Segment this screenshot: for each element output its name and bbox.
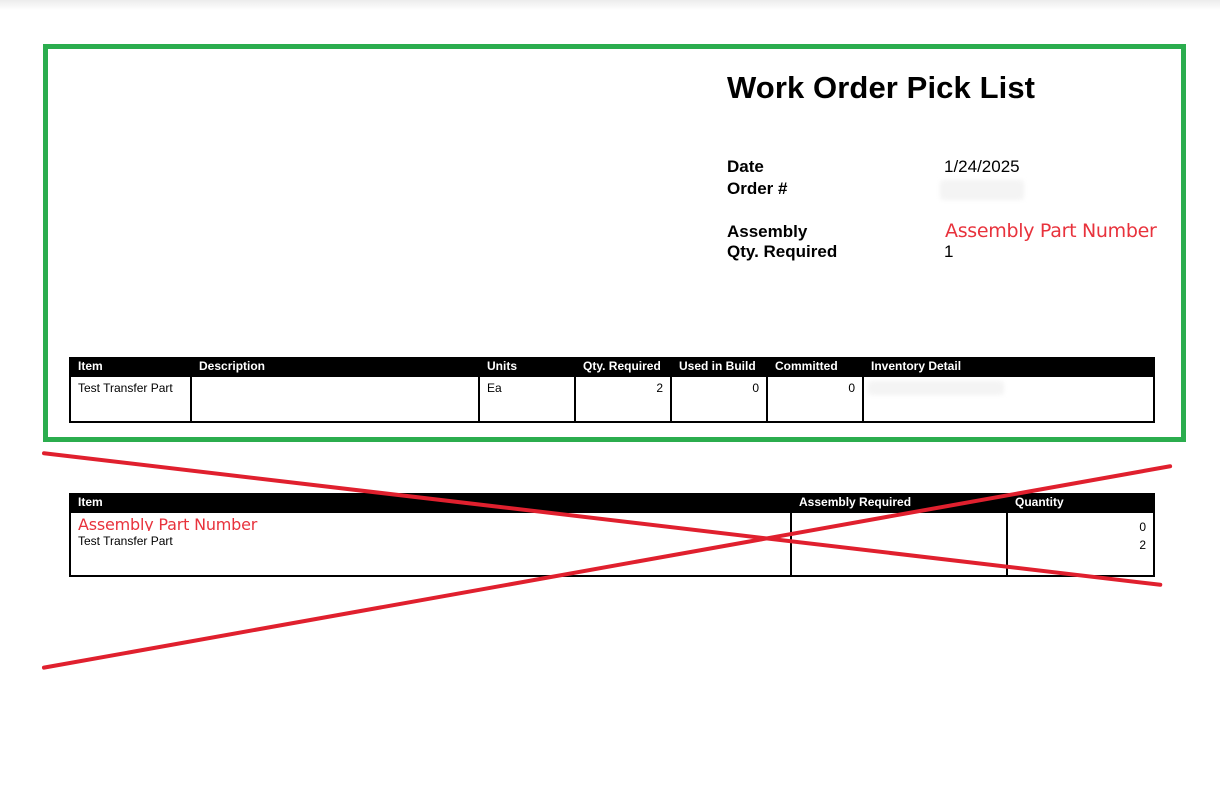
inventory-detail-redacted [868,381,1004,395]
cell-used-in-build: 0 [670,375,768,423]
assembly-label: Assembly [727,222,808,241]
col-header-quantity: Quantity [1006,493,1155,512]
order-number-label: Order # [727,179,788,198]
cell-inventory-detail [862,375,1155,423]
date-value: 1/24/2025 [944,157,1020,176]
col-header-used-in-build: Used in Build [670,357,768,376]
assembly-table: Item Assembly Required Quantity Assembly… [69,493,1155,577]
cell-qty-required: 2 [574,375,672,423]
components-header-row: Item Description Units Qty. Required Use… [69,357,1155,376]
table-row: Assembly Part Number Test Transfer Part … [69,511,1155,577]
item-name: Test Transfer Part [78,534,173,548]
col-header-inventory-detail: Inventory Detail [862,357,1155,376]
col-header-assembly-required: Assembly Required [790,493,1008,512]
assembly-part-annotation: Assembly Part Number [78,518,258,531]
table-row: Test Transfer Part Ea 2 0 0 [69,375,1155,423]
cell-description [190,375,480,423]
col-header-item: Item [69,493,792,512]
cell-units: Ea [478,375,576,423]
assembly-value-annotation: Assembly Part Number [945,220,1157,242]
quantity-value: 0 [1139,520,1146,534]
date-label: Date [727,157,764,176]
cell-item: Test Transfer Part [69,375,192,423]
col-header-description: Description [190,357,480,376]
components-table: Item Description Units Qty. Required Use… [69,357,1155,423]
col-header-units: Units [478,357,576,376]
assembly-header-row: Item Assembly Required Quantity [69,493,1155,512]
col-header-committed: Committed [766,357,864,376]
qty-required-value: 1 [944,242,954,261]
page-title: Work Order Pick List [727,70,1036,105]
keep-section-frame [43,44,1186,442]
qty-required-label: Qty. Required [727,242,838,261]
cell-committed: 0 [766,375,864,423]
order-number-redacted [940,180,1024,200]
col-header-item: Item [69,357,192,376]
cell-item: Assembly Part Number Test Transfer Part [69,511,792,577]
col-header-qty-required: Qty. Required [574,357,672,376]
viewer-top-shadow [0,0,1220,10]
quantity-value: 2 [1139,538,1146,552]
